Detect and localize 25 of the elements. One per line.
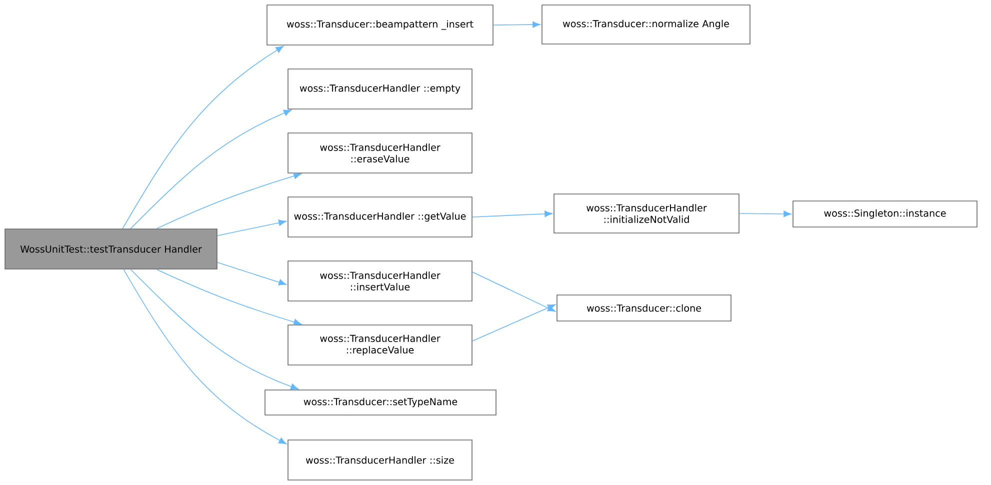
function-box: woss::TransducerHandler ::replaceValue [288, 324, 472, 366]
arrow [217, 262, 286, 286]
function-box: woss::Transducer::normalize Angle [542, 4, 750, 44]
arrow [123, 269, 287, 444]
arrow [156, 269, 302, 326]
arrow [217, 220, 286, 236]
function-box: woss::TransducerHandler ::eraseValue [288, 132, 472, 174]
function-box: woss::Singleton::instance [792, 200, 978, 228]
arrow [739, 210, 792, 218]
function-box: woss::TransducerHandler ::size [288, 440, 472, 480]
arrow [156, 172, 302, 229]
function-box: woss::Transducer::beampattern _insert [266, 4, 494, 46]
arrow [122, 46, 284, 229]
function-box: woss::TransducerHandler ::getValue [288, 196, 472, 238]
arrow [472, 304, 556, 342]
arrow [130, 269, 298, 390]
arrow [472, 210, 552, 218]
function-box: woss::TransducerHandler ::empty [288, 68, 472, 110]
function-box: woss::Transducer::clone [556, 294, 732, 322]
arrow [130, 110, 292, 229]
arrow [493, 21, 540, 28]
function-box: woss::TransducerHandler ::insertValue [288, 260, 472, 302]
function-box: woss::Transducer::setTypeName [264, 390, 496, 416]
function-box: woss::TransducerHandler ::initializeNotValid [554, 194, 740, 234]
function-box: WossUnitTest::testTransducer Handler [4, 228, 218, 270]
